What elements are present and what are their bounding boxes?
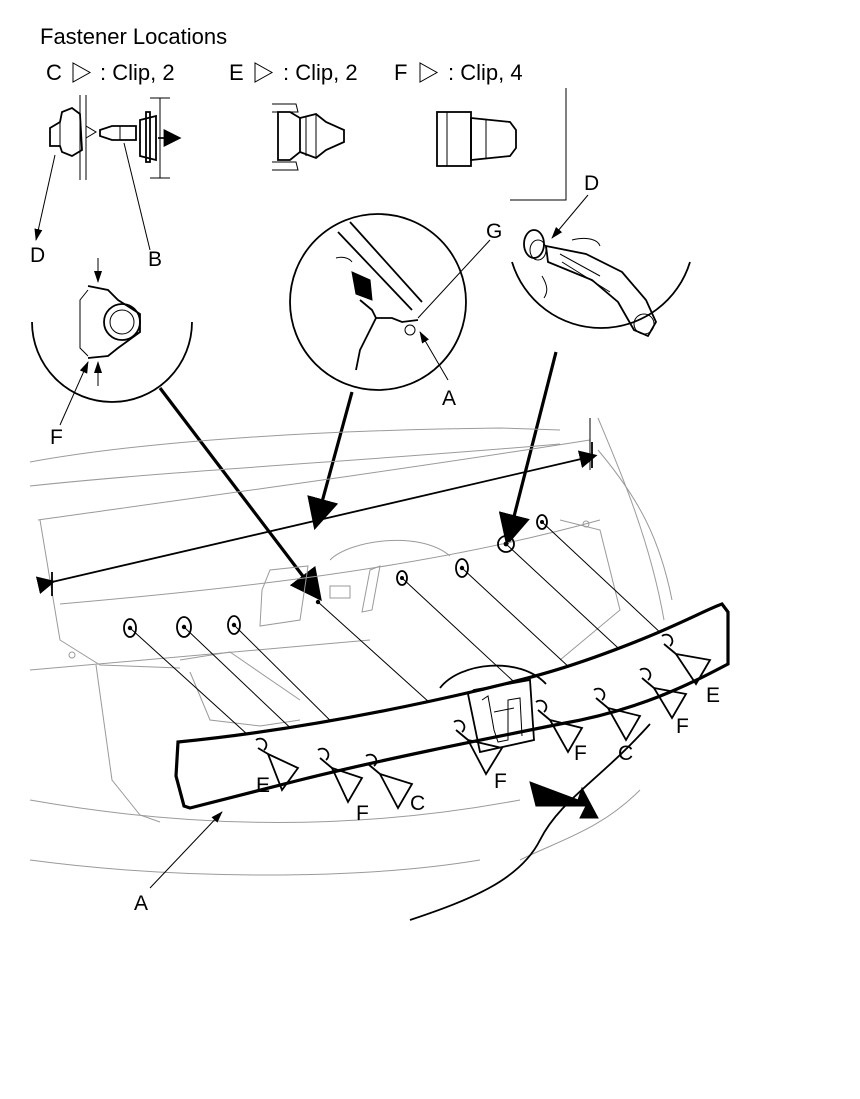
clip-marker <box>365 753 414 810</box>
legend-label-c: : Clip, 2 <box>100 60 175 85</box>
legend-label-f: : Clip, 4 <box>448 60 523 85</box>
clip-marker <box>453 719 504 776</box>
zoom-circle-d <box>498 194 691 547</box>
mounting-holes <box>123 514 548 638</box>
removal-direction-arrow-icon <box>529 781 599 819</box>
callout-b-detail: B <box>148 248 162 271</box>
clip-triangle-icon <box>72 62 92 83</box>
clip-label: F <box>356 802 369 825</box>
legend-item-f: F : Clip, 4 <box>394 60 523 85</box>
clip-marker <box>639 667 688 720</box>
zoom-circle-f <box>31 258 322 602</box>
clip-label: C <box>410 792 425 815</box>
clip-triangle-icon <box>419 62 439 83</box>
legend-letter-f: F <box>394 60 407 85</box>
clip-label: E <box>256 774 270 797</box>
clip-label: F <box>494 770 507 793</box>
callout-a-circle: A <box>442 387 456 410</box>
clip-c-detail <box>34 95 182 251</box>
leader-part-a <box>149 811 223 889</box>
callout-f-circle: F <box>50 426 63 449</box>
clip-marker <box>661 633 712 686</box>
diagram-title: Fastener Locations <box>40 24 227 49</box>
clip-marker <box>593 687 642 742</box>
clip-f-detail <box>436 111 517 167</box>
callout-d-circle: D <box>584 172 599 195</box>
legend-frame <box>510 88 567 201</box>
clip-triangle-icon <box>254 62 274 83</box>
legend-item-c: C : Clip, 2 <box>46 60 175 85</box>
clip-markers <box>255 633 712 810</box>
clip-label: F <box>574 742 587 765</box>
legend-label-e: : Clip, 2 <box>283 60 358 85</box>
legend-letter-e: E <box>229 60 244 85</box>
legend-letter-c: C <box>46 60 62 85</box>
garnish-part-a <box>174 602 730 810</box>
callout-g-circle: G <box>486 220 502 243</box>
zoom-circle-g <box>289 213 491 531</box>
clip-marker <box>255 737 300 792</box>
callout-d-detail: D <box>30 244 45 267</box>
clip-marker <box>317 747 364 804</box>
clip-marker <box>535 699 584 754</box>
clip-e-detail <box>272 103 345 171</box>
legend-item-e: E : Clip, 2 <box>229 60 358 85</box>
clip-label: C <box>618 742 633 765</box>
callout-part-a: A <box>134 892 148 915</box>
clip-label: F <box>676 715 689 738</box>
clip-label: E <box>706 684 720 707</box>
span-dimension-line <box>35 450 598 595</box>
leader-d <box>34 154 56 241</box>
